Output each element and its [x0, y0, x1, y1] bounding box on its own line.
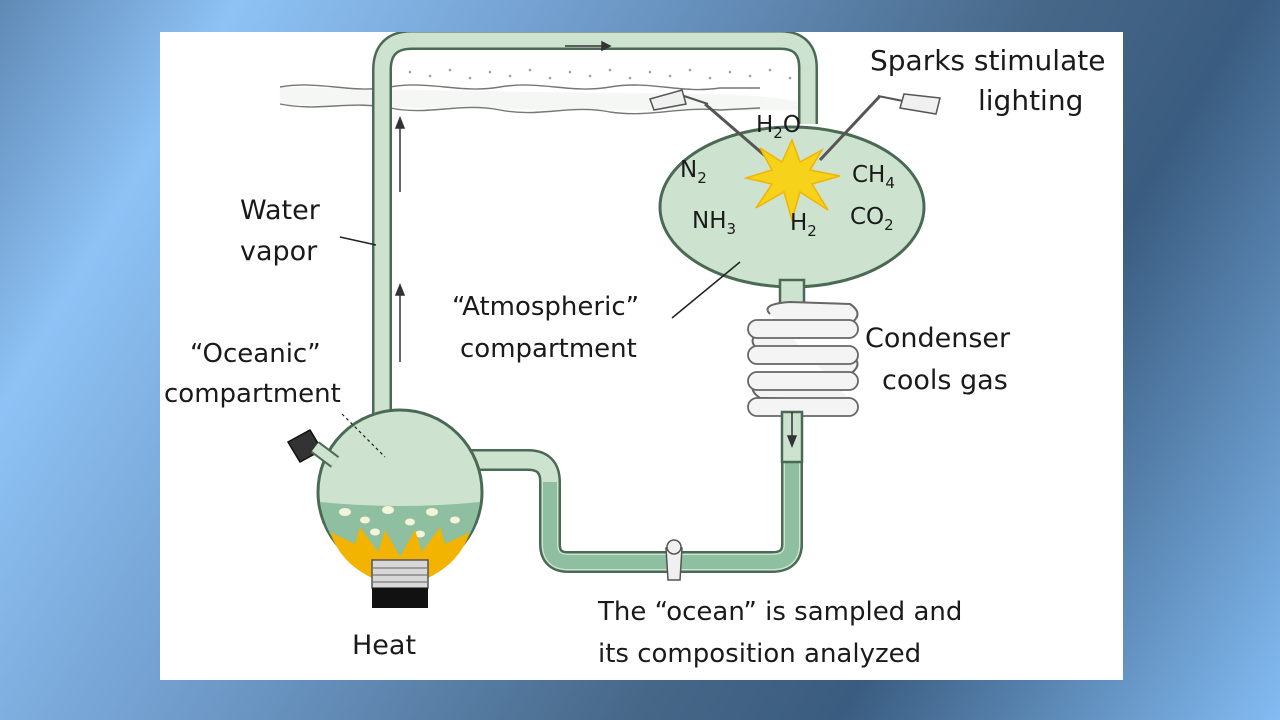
label-oceanic-line2: compartment: [164, 379, 341, 409]
flow-arrow-up-1: [394, 115, 406, 192]
flow-arrow-top: [565, 40, 612, 52]
label-condenser-line2: cools gas: [882, 365, 1008, 396]
top-tube-fill: [374, 32, 816, 452]
burner-base: [372, 588, 428, 608]
label-sparks-line2: lighting: [978, 84, 1083, 117]
return-tube: [460, 416, 803, 573]
flow-arrow-down: [786, 412, 798, 449]
label-water-vapor-line2: vapor: [240, 236, 318, 267]
vapor-band-top-wire: [279, 84, 760, 91]
gas-h2o: H2O: [756, 112, 801, 142]
flame-glow: [330, 527, 470, 582]
left-electrode: [649, 89, 771, 162]
leader-atmospheric: [671, 261, 741, 319]
gas-co2: CO2: [850, 204, 894, 234]
label-atmospheric-line2: compartment: [460, 334, 637, 364]
label-oceanic-line1: “Oceanic”: [190, 339, 321, 369]
leader-water-vapor: [339, 236, 377, 246]
return-tube-fill: [460, 416, 801, 571]
leader-oceanic: [341, 413, 386, 458]
water-bubbles: [339, 506, 460, 538]
vapor-band-bottom-wire: [279, 103, 761, 115]
label-sparks-line1: Sparks stimulate: [870, 44, 1105, 77]
vapor-band: [280, 87, 800, 111]
label-ocean-line1: The “ocean” is sampled and: [597, 597, 962, 627]
sampling-stopcock: [665, 539, 683, 581]
burner-top: [371, 559, 429, 589]
right-electrode: [818, 93, 941, 162]
label-heat: Heat: [352, 630, 416, 661]
spark-burst: [743, 138, 841, 223]
gas-nh3: NH3: [692, 208, 736, 238]
gas-ch4: CH4: [852, 162, 895, 192]
flow-arrow-up-2: [394, 282, 406, 362]
condenser-coil-rings: [747, 319, 859, 417]
slide-panel: H2O N2 CH4 NH3 H2 CO2: [160, 32, 1123, 680]
label-ocean-line2: its composition analyzed: [598, 639, 921, 669]
vapor-dots: [408, 68, 792, 80]
label-condenser-line1: Condenser: [865, 323, 1011, 354]
burner-ridges: [372, 567, 428, 583]
flask-side-neck-fill: [312, 443, 338, 466]
label-water-vapor-line1: Water: [240, 195, 321, 226]
miller-urey-apparatus-diagram: H2O N2 CH4 NH3 H2 CO2: [164, 32, 1105, 669]
gas-h2: H2: [790, 210, 817, 240]
label-atmospheric-line1: “Atmospheric”: [452, 292, 639, 322]
gas-n2: N2: [680, 157, 707, 187]
